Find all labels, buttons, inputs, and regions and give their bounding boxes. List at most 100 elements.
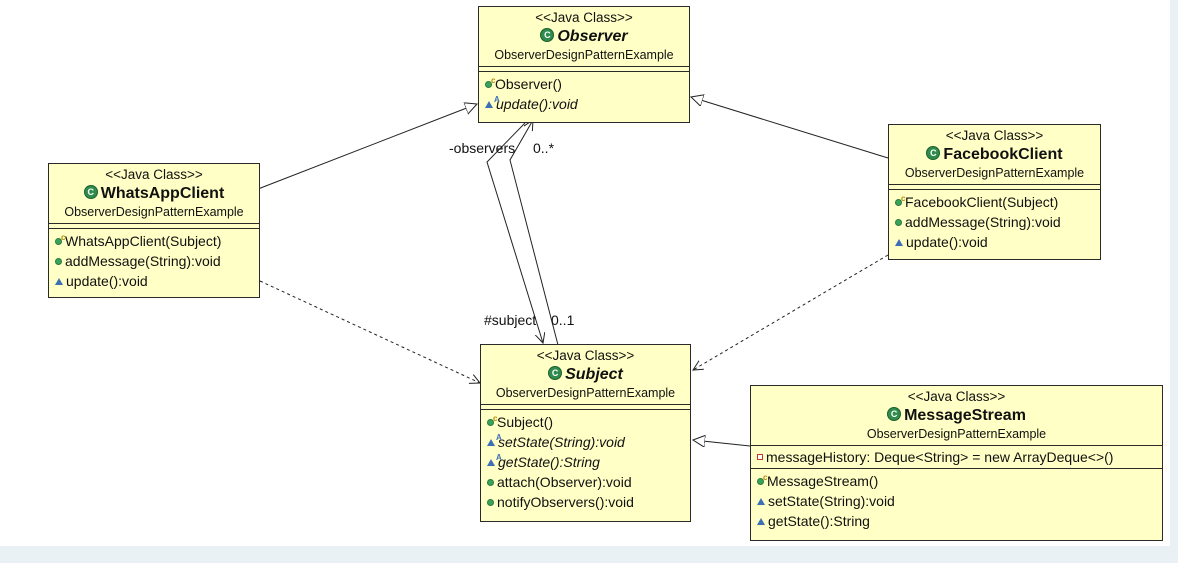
operation-label: notifyObservers():void bbox=[497, 494, 634, 510]
attributes-compartment bbox=[479, 67, 689, 72]
association-observer-subject bbox=[486, 122, 543, 343]
package-visibility-icon bbox=[757, 517, 765, 525]
constructor-mark-icon: c bbox=[491, 75, 496, 85]
abstract-mark-icon: A bbox=[496, 452, 502, 462]
package-visibility-icon bbox=[55, 277, 63, 285]
observers-role-label: -observers bbox=[449, 140, 516, 156]
operation-row[interactable]: setState(String):void bbox=[757, 491, 1158, 511]
public-visibility-icon: c bbox=[55, 233, 65, 245]
abstract-class-icon: C bbox=[548, 366, 563, 381]
operation-row[interactable]: addMessage(String):void bbox=[895, 212, 1096, 232]
package-visibility-icon: A bbox=[485, 95, 500, 108]
subject-role-label: #subject bbox=[484, 312, 537, 328]
class-icon: C bbox=[926, 146, 941, 161]
status-strip bbox=[0, 546, 1178, 563]
package-visibility-icon: A bbox=[487, 453, 502, 466]
stereotype-label: <<Java Class>> bbox=[105, 167, 203, 182]
generalization-messagestream-subject bbox=[693, 440, 751, 446]
subject-multiplicity-label: 0..1 bbox=[551, 312, 575, 328]
stereotype-label: <<Java Class>> bbox=[535, 10, 633, 25]
operation-row[interactable]: addMessage(String):void bbox=[55, 251, 255, 271]
class-icon: C bbox=[887, 407, 902, 422]
association-subject-observers bbox=[509, 120, 559, 346]
abstract-mark-icon: A bbox=[496, 432, 502, 442]
public-visibility-icon: c bbox=[487, 414, 497, 426]
stereotype-label: <<Java Class>> bbox=[945, 128, 1044, 143]
operation-label: FacebookClient(Subject) bbox=[905, 194, 1059, 210]
operation-label: addMessage(String):void bbox=[905, 214, 1061, 230]
public-visibility-icon: c bbox=[485, 76, 495, 88]
public-visibility-icon bbox=[55, 257, 62, 265]
observers-multiplicity-label: 0..* bbox=[533, 140, 555, 156]
operation-row[interactable]: getState():String bbox=[757, 511, 1158, 531]
dependency-whatsapp-subject bbox=[259, 280, 480, 383]
generalization-whatsapp-observer bbox=[257, 104, 477, 190]
abstract-class-icon: C bbox=[540, 28, 555, 43]
public-visibility-icon: c bbox=[757, 473, 767, 485]
operation-row[interactable]: update():void bbox=[55, 271, 255, 291]
generalization-facebook-observer bbox=[691, 97, 889, 159]
operation-label: getState():String bbox=[498, 454, 600, 470]
stereotype-label: <<Java Class>> bbox=[536, 348, 635, 363]
operation-label: update():void bbox=[66, 273, 148, 289]
private-visibility-icon bbox=[757, 454, 763, 461]
package-visibility-icon: A bbox=[487, 433, 502, 446]
attributes-compartment: messageHistory: Deque<String> = new Arra… bbox=[751, 446, 1162, 469]
package-label: ObserverDesignPatternExample bbox=[494, 48, 674, 62]
stereotype-label: <<Java Class>> bbox=[907, 389, 1006, 404]
operation-label: setState(String):void bbox=[498, 434, 625, 450]
class-name: FacebookClient bbox=[943, 146, 1063, 163]
constructor-mark-icon: c bbox=[763, 472, 768, 482]
operation-label: WhatsAppClient(Subject) bbox=[65, 233, 222, 249]
attributes-compartment bbox=[889, 185, 1100, 190]
class-name: WhatsAppClient bbox=[100, 185, 225, 202]
class-icon: C bbox=[83, 185, 98, 200]
operation-row[interactable]: update():void bbox=[895, 232, 1096, 252]
constructor-mark-icon: c bbox=[493, 413, 498, 423]
attribute-label: messageHistory: Deque<String> = new Arra… bbox=[766, 449, 1114, 465]
public-visibility-icon: c bbox=[895, 194, 905, 206]
operation-label: attach(Observer):void bbox=[497, 474, 632, 490]
operation-label: addMessage(String):void bbox=[65, 253, 221, 269]
operation-row[interactable]: notifyObservers():void bbox=[487, 492, 686, 512]
package-label: ObserverDesignPatternExample bbox=[495, 386, 676, 400]
scroll-gutter bbox=[1170, 0, 1178, 546]
package-visibility-icon bbox=[757, 497, 765, 505]
constructor-mark-icon: c bbox=[901, 193, 906, 203]
constructor-mark-icon: c bbox=[61, 232, 66, 242]
attributes-compartment bbox=[481, 405, 690, 410]
dependency-facebook-subject bbox=[693, 254, 889, 370]
attribute-row[interactable]: messageHistory: Deque<String> = new Arra… bbox=[757, 447, 1158, 467]
package-label: ObserverDesignPatternExample bbox=[64, 205, 244, 219]
public-visibility-icon bbox=[487, 498, 494, 506]
operation-label: Subject() bbox=[497, 414, 554, 430]
class-name: Subject bbox=[565, 366, 623, 383]
class-name: MessageStream bbox=[904, 407, 1026, 424]
public-visibility-icon bbox=[895, 218, 902, 226]
operation-row[interactable]: attach(Observer):void bbox=[487, 472, 686, 492]
operation-label: update():void bbox=[496, 96, 578, 112]
